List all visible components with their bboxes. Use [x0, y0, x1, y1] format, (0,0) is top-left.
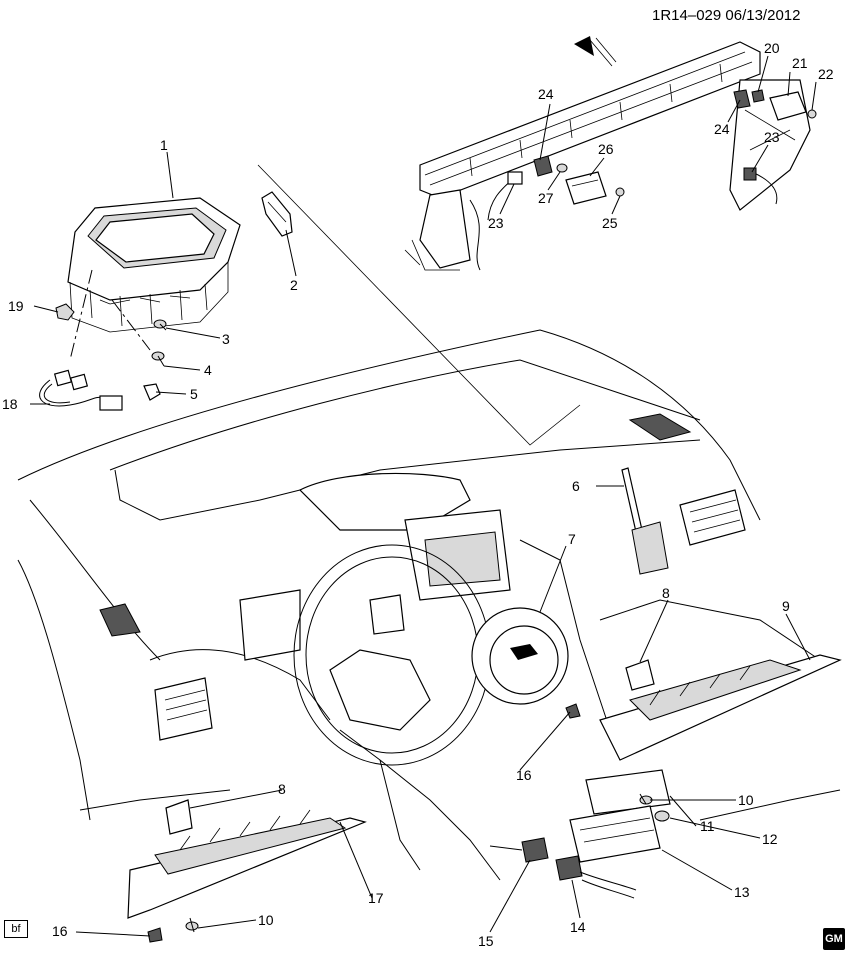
clip-5-drawing: [143, 383, 161, 401]
gm-logo: GM: [823, 928, 845, 950]
callout-label: 25: [602, 215, 618, 231]
callout-label: 17: [368, 890, 384, 906]
clip-16-left-drawing: [147, 927, 163, 943]
fastener-19-drawing: [55, 303, 75, 321]
clip-16-right-drawing: [565, 703, 581, 719]
callout-labels: 1 2 3 4 5 18 19 20 21 22 23 24 24 23 26 …: [2, 40, 834, 949]
fastener-4-drawing: [151, 351, 165, 367]
callout-label: 2: [290, 277, 298, 293]
knee-airbag-left-drawing: [127, 809, 367, 919]
alignment-line-left: [69, 269, 93, 361]
callout-label: 4: [204, 362, 212, 378]
left-air-vent-drawing: [154, 677, 213, 741]
fastener-3-drawing: [153, 319, 167, 331]
callout-label: 8: [662, 585, 670, 601]
callout-label: 21: [792, 55, 808, 71]
sensing-module-13-drawing: [569, 805, 661, 863]
callout-label: 23: [488, 215, 504, 231]
label-6-drawing: [621, 467, 669, 575]
fastener-22-drawing: [807, 109, 817, 119]
callout-label: 22: [818, 66, 834, 82]
nut-12-drawing: [654, 810, 670, 822]
speaker-grille-drawing: [99, 603, 141, 637]
callout-label: 10: [738, 792, 754, 808]
airbag-module-drawing: [67, 197, 241, 333]
callout-label: 24: [714, 121, 730, 137]
diagram-reference: 1R14–029 06/13/2012: [652, 7, 800, 24]
leader-lines: [30, 55, 817, 937]
callout-label: 12: [762, 831, 778, 847]
callout-label: 8: [278, 781, 286, 797]
driver-airbag-drawing: [471, 607, 569, 705]
callout-label: 6: [572, 478, 580, 494]
airbag-location-line: [257, 164, 581, 446]
callout-label: 26: [598, 141, 614, 157]
callout-label: 1: [160, 137, 168, 153]
callout-label: 23: [764, 129, 780, 145]
callout-label: 5: [190, 386, 198, 402]
direction-arrow-icon: [574, 36, 617, 67]
corner-tag: bf: [4, 920, 28, 938]
harness-14-drawing: [555, 855, 637, 899]
fastener-25-drawing: [615, 187, 625, 197]
callout-label: 19: [8, 298, 24, 314]
center-vent-drawing: [369, 594, 405, 635]
airbag-bracket-drawing: [261, 191, 293, 237]
callout-label: 9: [782, 598, 790, 614]
callout-label: 10: [258, 912, 274, 928]
callout-label: 27: [538, 190, 554, 206]
callout-label: 18: [2, 396, 18, 412]
right-air-vent-drawing: [679, 489, 746, 546]
bolt-10-left-drawing: [185, 917, 199, 933]
callout-label: 20: [764, 40, 780, 56]
alignment-line-right: [111, 299, 151, 351]
callout-label: 7: [568, 531, 576, 547]
fastener-27-drawing: [556, 163, 568, 173]
callout-label: 3: [222, 331, 230, 347]
callout-label: 16: [516, 767, 532, 783]
bracket-8-left-drawing: [165, 799, 193, 835]
callout-label: 14: [570, 919, 586, 935]
defrost-grille-drawing: [628, 413, 692, 441]
harness-18-drawing: [39, 369, 123, 411]
bracket-8-right-drawing: [625, 659, 655, 691]
callout-label: 24: [538, 86, 554, 102]
connector-15-drawing: [489, 837, 549, 863]
knee-airbag-right-drawing: [599, 654, 842, 761]
callout-label: 11: [700, 818, 715, 834]
callout-label: 15: [478, 933, 494, 949]
steering-wheel-drawing: [293, 544, 491, 871]
callout-label: 16: [52, 923, 68, 939]
sensor-26-drawing: [565, 171, 607, 205]
callout-label: 13: [734, 884, 750, 900]
connector-24-left-drawing: [533, 155, 553, 177]
module-11-drawing: [585, 769, 671, 815]
instrument-panel-drawing: [17, 329, 841, 881]
harness-23-left-drawing: [487, 171, 523, 221]
